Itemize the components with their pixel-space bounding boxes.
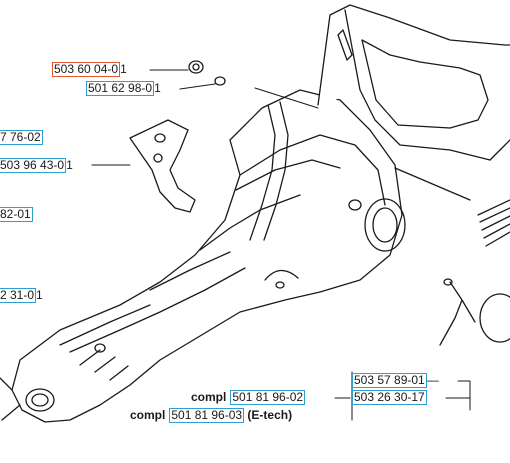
part-label-partial-82-01[interactable]: 82-01 (0, 207, 33, 222)
part-number-box[interactable]: 82-01 (0, 207, 33, 222)
part-suffix: 1 (36, 288, 43, 302)
compl-prefix: compl (191, 390, 227, 404)
nut-washer (188, 60, 226, 86)
part-label-partial-76-02[interactable]: 7 76-02 (0, 130, 43, 145)
part-number-box[interactable]: 2 31-0 (0, 288, 37, 303)
part-number-box[interactable]: 503 60 04-0 (52, 62, 121, 77)
part-suffix: 1 (66, 158, 73, 172)
part-suffix: 1 (120, 62, 127, 76)
throttle-trigger (129, 119, 196, 213)
part-number-box[interactable]: 503 96 43-0 (0, 158, 67, 173)
part-number-box[interactable]: 7 76-02 (0, 130, 43, 145)
part-number-box[interactable]: 501 81 96-03 (169, 408, 245, 423)
part-suffix: 1 (154, 81, 161, 95)
spring (394, 167, 510, 247)
rear-handle (317, 4, 510, 161)
part-number-box[interactable]: 501 81 96-02 (230, 390, 306, 405)
part-label-503-26-30[interactable]: 503 26 30-17 (352, 390, 427, 405)
rubber-ring (479, 293, 510, 343)
part-suffix: — (426, 373, 439, 387)
part-number-box[interactable]: 501 62 98-0 (86, 81, 155, 96)
crankcase-housing (0, 89, 406, 423)
etech-note: (E-tech) (247, 408, 293, 422)
part-number-box[interactable]: 503 57 89-01 (352, 373, 427, 388)
part-label-503-57-89[interactable]: 503 57 89-01— (352, 373, 439, 388)
clip (439, 278, 476, 346)
compl-prefix: compl (130, 408, 166, 422)
part-number-box[interactable]: 503 26 30-17 (352, 390, 427, 405)
